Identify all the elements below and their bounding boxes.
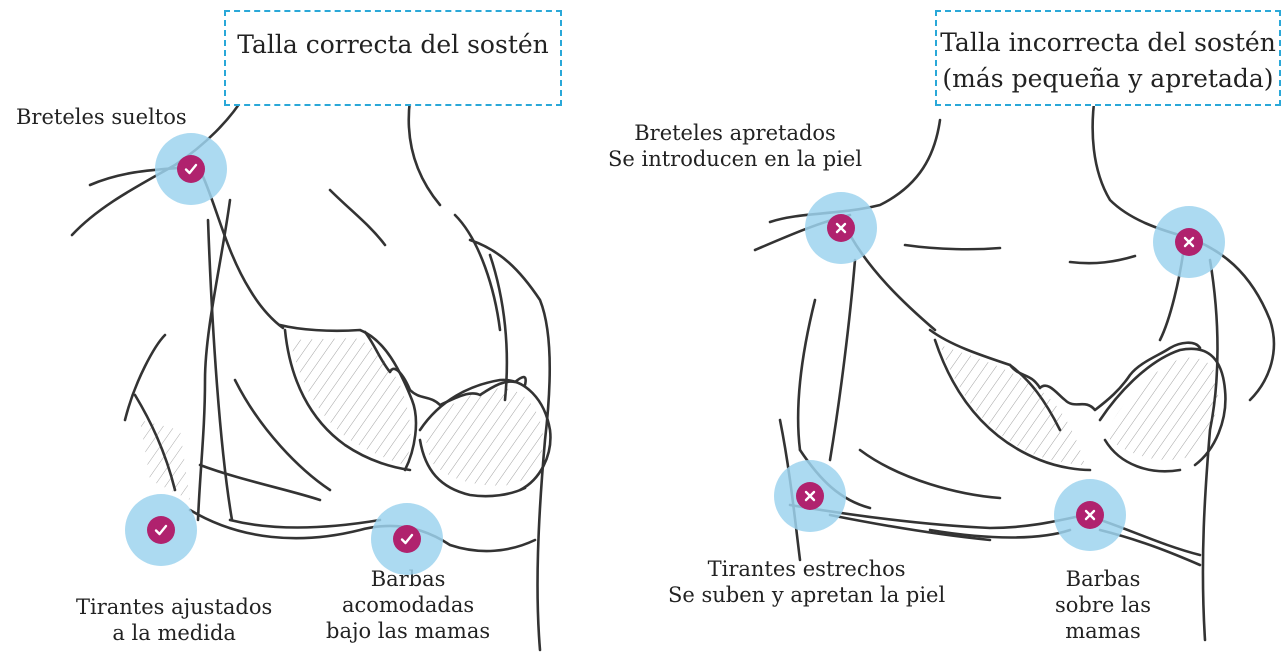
underwire-check-marker xyxy=(371,503,443,575)
checkmark-icon xyxy=(183,161,199,177)
correct-size-title: Talla correcta del sostén xyxy=(226,26,560,64)
incorrect-size-title: Talla incorrecta del sostén xyxy=(937,25,1279,61)
right-strap-cross-marker xyxy=(1153,206,1225,278)
label-underwire-misfit: Barbas sobre las mamas xyxy=(1055,566,1151,644)
correct-size-title-box: Talla correcta del sostén xyxy=(224,10,562,106)
checkmark-icon xyxy=(153,522,169,538)
underwire-cross-marker xyxy=(1054,479,1126,551)
label-narrow-band: Tirantes estrechos Se suben y apretan la… xyxy=(668,556,945,608)
label-tight-straps: Breteles apretados Se introducen en la p… xyxy=(608,120,862,172)
strap-check-marker xyxy=(155,133,227,205)
incorrect-size-title-box: Talla incorrecta del sostén (más pequeña… xyxy=(935,10,1281,106)
label-loose-straps: Breteles sueltos xyxy=(16,104,187,130)
band-check-marker xyxy=(125,494,197,566)
label-underwire-fit: Barbas acomodadas bajo las mamas xyxy=(326,566,490,644)
checkmark-icon xyxy=(399,531,415,547)
left-strap-cross-marker xyxy=(805,192,877,264)
cross-icon xyxy=(833,220,849,236)
incorrect-size-subtitle: (más pequeña y apretada) xyxy=(937,61,1279,97)
cross-icon xyxy=(802,488,818,504)
cross-icon xyxy=(1082,507,1098,523)
label-fitted-band: Tirantes ajustados a la medida xyxy=(76,594,272,646)
band-cross-marker xyxy=(774,460,846,532)
cross-icon xyxy=(1181,234,1197,250)
